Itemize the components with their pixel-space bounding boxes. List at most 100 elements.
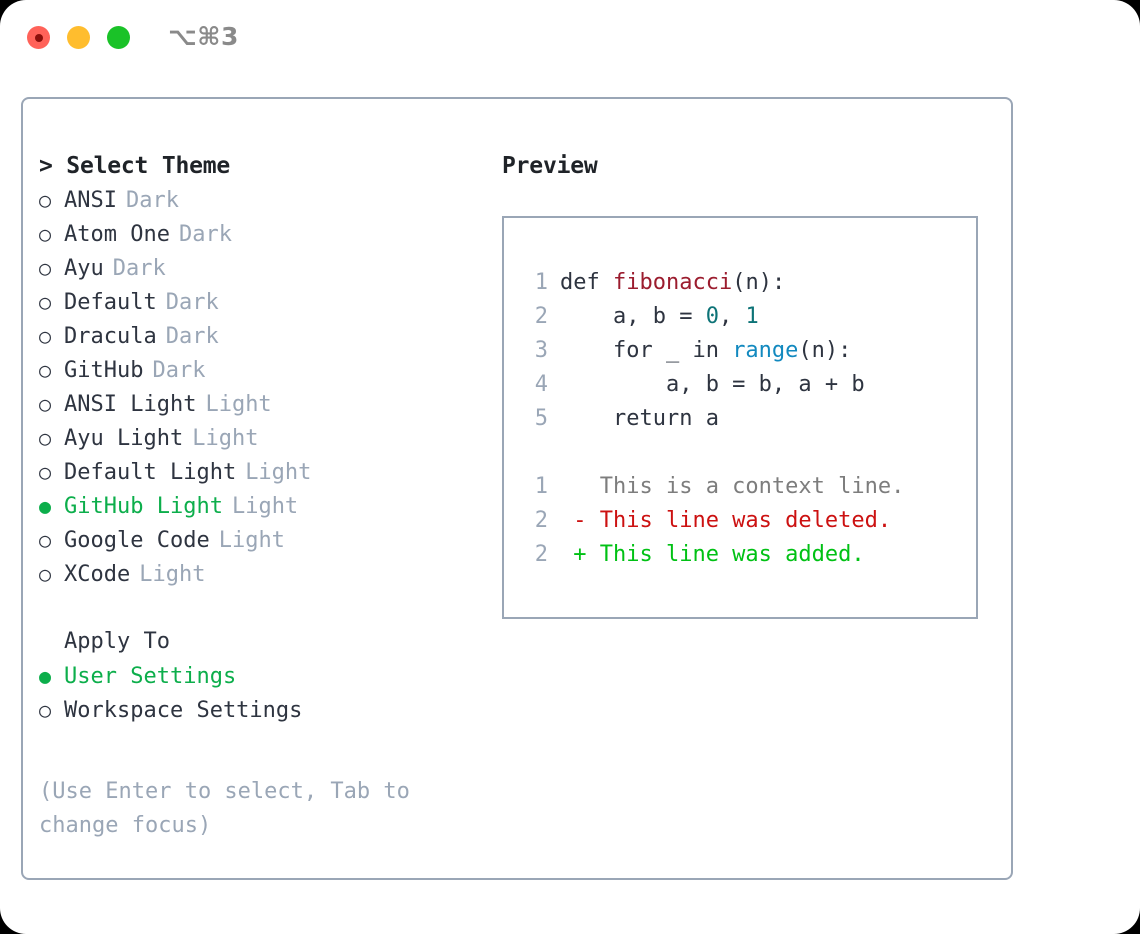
code-token: return a [560,406,719,431]
diff-line-number: 1 [534,474,548,499]
diff-sample: 1 This is a context line.2 - This line w… [504,470,976,572]
radio-selected-icon: ● [39,494,52,518]
keyboard-shortcut-label: ⌥⌘3 [168,22,239,51]
diff-line: 2 - This line was deleted. [504,504,976,538]
theme-option-badge: Dark [152,358,206,383]
code-token: , [718,304,746,329]
code-line: 1 def fibonacci(n): [504,266,976,300]
theme-option-badge: Dark [165,324,219,349]
theme-option-dracula[interactable]: ○ Dracula Dark [39,319,479,353]
theme-option-badge: Light [192,426,259,451]
theme-option-badge: Light [205,392,272,417]
apply-to-option-label: Workspace Settings [64,698,303,723]
keyboard-hint-text: (Use Enter to select, Tab to change focu… [39,779,410,838]
theme-option-label: ANSI [64,188,117,213]
theme-option-label: Google Code [64,528,210,553]
radio-unselected-icon: ○ [39,188,52,212]
radio-unselected-icon: ○ [39,290,52,314]
close-window-button[interactable] [27,26,50,49]
minimize-window-button[interactable] [67,26,90,49]
code-token: 0 [705,304,719,329]
code-token: def [560,270,613,295]
diff-line-number: 2 [534,542,548,567]
theme-option-label: GitHub Light [64,494,223,519]
radio-unselected-icon: ○ [39,562,52,586]
apply-to-option-list: ● User Settings ○ Workspace Settings [39,659,479,727]
theme-option-badge: Light [218,528,285,553]
theme-option-badge: Light [139,562,206,587]
apply-to-option-label: User Settings [64,664,237,689]
code-token: 1 [745,304,759,329]
radio-unselected-icon: ○ [39,324,52,348]
theme-option-github-light[interactable]: ● GitHub Light Light [39,489,479,523]
diff-line-content: + This line was added. [560,542,865,567]
radio-unselected-icon: ○ [39,698,52,722]
radio-selected-icon: ● [39,664,52,688]
theme-option-badge: Dark [178,222,232,247]
radio-unselected-icon: ○ [39,392,52,416]
diff-line: 2 + This line was added. [504,538,976,572]
theme-option-ansi[interactable]: ○ ANSI Dark [39,183,479,217]
code-line-content: return a [560,402,719,436]
theme-option-badge: Dark [125,188,179,213]
apply-to-option-user-settings[interactable]: ● User Settings [39,659,479,693]
code-line-content: a, b = 0, 1 [560,300,759,334]
radio-unselected-icon: ○ [39,460,52,484]
code-line-content: for _ in range(n): [560,334,851,368]
theme-option-badge: Light [231,494,299,519]
radio-unselected-icon: ○ [39,358,52,382]
diff-line-number: 2 [534,508,548,533]
theme-option-xcode[interactable]: ○ XCode Light [39,557,479,591]
diff-line-content: - This line was deleted. [560,508,892,533]
code-line-number: 4 [534,372,548,397]
select-theme-header: > Select Theme [39,153,231,179]
radio-unselected-icon: ○ [39,528,52,552]
code-token: a, b = [560,304,706,329]
maximize-window-button[interactable] [107,26,130,49]
code-line: 3 for _ in range(n): [504,334,976,368]
code-line-number: 5 [534,406,548,431]
theme-option-badge: Dark [165,290,219,315]
theme-option-label: Default Light [64,460,237,485]
code-token: (n): [798,338,852,363]
theme-option-label: Dracula [64,324,157,349]
code-line-number: 1 [534,270,548,295]
code-token: (n): [732,270,786,295]
code-line-number: 3 [534,338,548,363]
traffic-light-buttons [27,26,130,49]
theme-option-badge: Dark [112,256,166,281]
diff-line-content: This is a context line. [560,474,905,499]
code-line-content: a, b = b, a + b [560,368,865,402]
theme-option-ayu[interactable]: ○ Ayu Dark [39,251,479,285]
code-line: 4 a, b = b, a + b [504,368,976,402]
theme-option-google-code[interactable]: ○ Google Code Light [39,523,479,557]
radio-unselected-icon: ○ [39,256,52,280]
code-line: 5 return a [504,402,976,436]
theme-option-label: ANSI Light [64,392,197,417]
apply-to-option-workspace-settings[interactable]: ○ Workspace Settings [39,693,479,727]
titlebar: ⌥⌘3 [0,0,1140,78]
theme-option-ansi-light[interactable]: ○ ANSI Light Light [39,387,479,421]
theme-option-label: XCode [64,562,131,587]
code-token: range [732,338,799,363]
diff-line: 1 This is a context line. [504,470,976,504]
theme-option-label: Ayu [64,256,104,281]
apply-to-section: Apply To ●User Settings○Workspace Settin… [39,625,479,727]
theme-option-label: Ayu Light [64,426,184,451]
code-token: fibonacci [612,270,733,295]
preview-spacer [504,436,976,470]
preview-header: Preview [502,153,598,179]
